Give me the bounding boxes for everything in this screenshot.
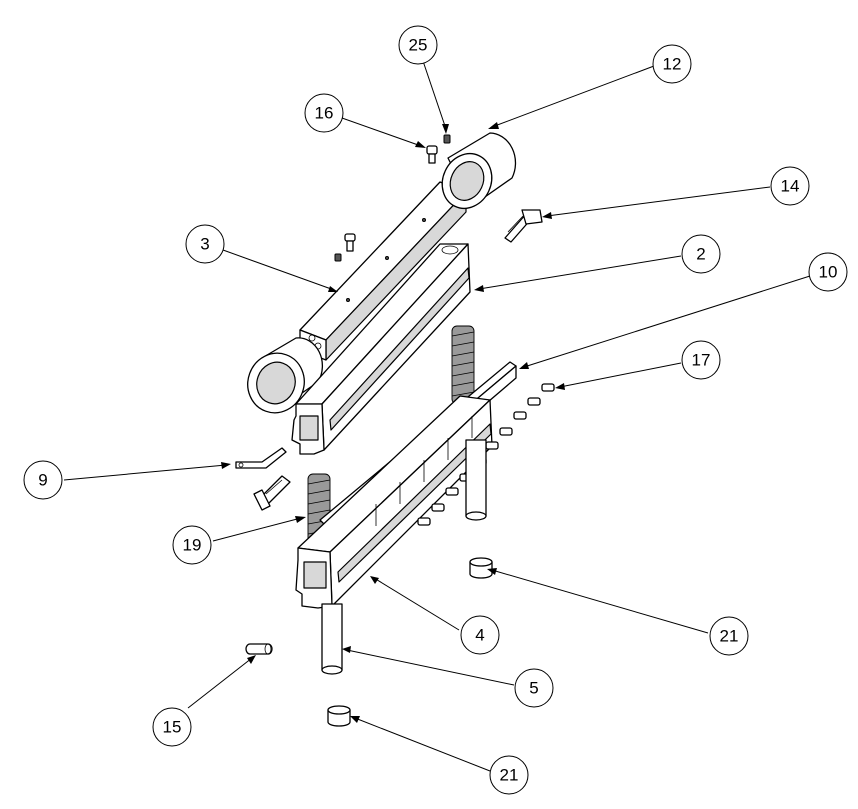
- part-21-cap-upper: [469, 557, 493, 579]
- callout-14-label: 14: [781, 177, 800, 196]
- callout-4: 4: [460, 615, 500, 655]
- part-15-pin: [245, 643, 273, 655]
- part-21-cap-lower: [327, 705, 351, 727]
- callout-15: 15: [152, 707, 192, 747]
- callout-9: 9: [23, 460, 63, 500]
- callout-2-label: 2: [696, 245, 705, 264]
- callout-10-label: 10: [819, 263, 838, 282]
- part-16-cap-screw: [426, 145, 438, 164]
- callout-25-label: 25: [409, 36, 428, 55]
- callout-17-label: 17: [692, 351, 711, 370]
- callout-14: 14: [770, 166, 810, 206]
- part-12-upper-roller: [441, 132, 517, 209]
- callout-5: 5: [514, 668, 554, 708]
- callout-10: 10: [808, 252, 848, 292]
- callout-21-upper-label: 21: [720, 627, 739, 646]
- callout-12-label: 12: [663, 55, 682, 74]
- callout-5-label: 5: [529, 679, 538, 698]
- callout-3: 3: [185, 224, 225, 264]
- part-2-upper-extrusion: [291, 243, 471, 455]
- callout-16-label: 16: [315, 104, 334, 123]
- callout-21-lower: 21: [489, 755, 529, 795]
- callout-12: 12: [652, 44, 692, 84]
- callout-15-label: 15: [163, 718, 182, 737]
- callout-21-lower-label: 21: [500, 766, 519, 785]
- callout-19-label: 19: [183, 536, 202, 555]
- callout-9-label: 9: [38, 471, 47, 490]
- callout-17: 17: [681, 340, 721, 380]
- callout-16: 16: [304, 93, 344, 133]
- callout-3-label: 3: [200, 235, 209, 254]
- hex-bolt-lower-left: [253, 475, 291, 511]
- callout-19: 19: [172, 525, 212, 565]
- front-post: [321, 603, 343, 675]
- leader-lines: [63, 60, 811, 772]
- callout-25: 25: [398, 25, 438, 65]
- part-14-hex-bolt: [504, 209, 543, 243]
- part-5-posts: [321, 439, 487, 675]
- part-9-bent-pin: [235, 447, 287, 469]
- part-25-set-screw: [443, 134, 451, 144]
- rear-post: [465, 439, 487, 521]
- callout-2: 2: [681, 234, 721, 274]
- part-4-lower-extrusion: [295, 395, 493, 609]
- part-3-roller-shaft-assembly: [247, 132, 517, 414]
- tube-screw: [334, 233, 356, 262]
- callout-4-label: 4: [475, 626, 484, 645]
- upper-spring: [451, 325, 475, 405]
- callout-21-upper: 21: [709, 616, 749, 656]
